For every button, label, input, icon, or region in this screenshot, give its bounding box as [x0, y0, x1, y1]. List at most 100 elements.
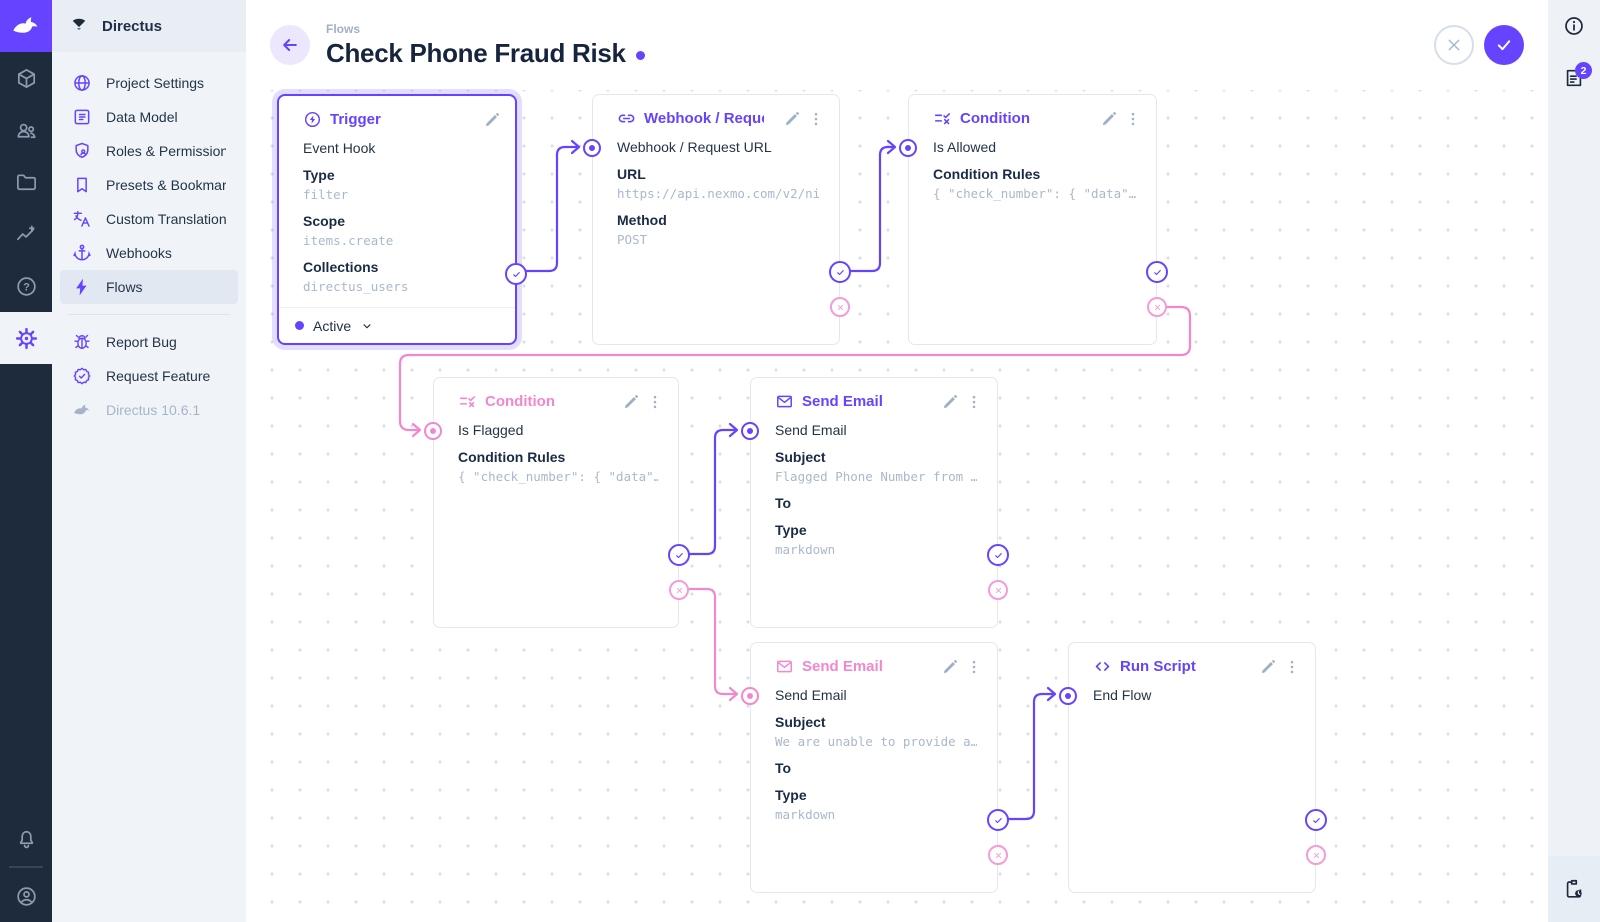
cancel-button[interactable]: [1434, 25, 1474, 65]
flow-canvas[interactable]: Trigger Event Hook Type filter Scope ite…: [246, 90, 1548, 922]
back-button[interactable]: [270, 25, 310, 65]
field-value: markdown: [775, 807, 836, 822]
bolt-icon: [76, 278, 87, 296]
field-value: We are unable to provide a…: [775, 734, 977, 749]
input-attachment[interactable]: [1059, 687, 1077, 705]
input-attachment[interactable]: [741, 422, 759, 440]
field-label: Collections: [303, 259, 379, 275]
unsaved-changes-dot: [635, 50, 645, 60]
module-help[interactable]: ?: [0, 260, 52, 312]
sidebar-item-label: Flows: [106, 279, 143, 295]
node-name: Webhook / Request URL: [617, 139, 772, 155]
sidebar-item-project-settings[interactable]: Project Settings: [60, 66, 238, 100]
node-webhook[interactable]: Webhook / Request URL Webhook / Request …: [583, 94, 851, 345]
folder-icon: [16, 173, 36, 190]
field-label: Condition Rules: [458, 449, 566, 465]
account-button[interactable]: [0, 870, 52, 922]
insights-icon: [16, 224, 35, 240]
edit-pencil-icon[interactable]: [1259, 658, 1277, 676]
edit-pencil-icon[interactable]: [941, 658, 959, 676]
field-value: https://api.nexmo.com/v2/ni: [617, 186, 819, 201]
edit-pencil-icon[interactable]: [622, 393, 640, 411]
node-trigger[interactable]: Trigger Event Hook Type filter Scope ite…: [277, 94, 527, 345]
title-block: Flows Check Phone Fraud Risk: [326, 22, 645, 69]
revisions-section[interactable]: [1548, 856, 1600, 922]
account-icon: [16, 886, 36, 906]
sidebar-item-roles-permissions[interactable]: Roles & Permissions: [60, 134, 238, 168]
notifications-button[interactable]: [0, 812, 52, 864]
edit-pencil-icon[interactable]: [483, 111, 501, 129]
kebab-menu-icon[interactable]: [1283, 658, 1301, 676]
kebab-menu-icon[interactable]: [807, 110, 825, 128]
edit-pencil-icon[interactable]: [941, 393, 959, 411]
kebab-menu-icon[interactable]: [965, 658, 983, 676]
module-settings[interactable]: [0, 312, 52, 364]
field-label: To: [775, 495, 792, 511]
rule-icon: [459, 396, 476, 408]
node-name: Is Allowed: [933, 139, 997, 155]
list-alt-icon: [74, 109, 90, 125]
field-label: Type: [775, 787, 807, 803]
sidebar-item-label: Webhooks: [106, 245, 172, 261]
field-label: Subject: [775, 714, 826, 730]
reject-attachment[interactable]: [1306, 845, 1326, 865]
module-files[interactable]: [0, 156, 52, 208]
directus-logo[interactable]: [0, 0, 52, 52]
reject-attachment[interactable]: [830, 297, 850, 317]
kebab-menu-icon[interactable]: [1124, 110, 1142, 128]
node-send-email-unable[interactable]: Send Email Send Email Subject We are una…: [741, 642, 1009, 893]
sidebar-item-webhooks[interactable]: Webhooks: [60, 236, 238, 270]
field-value: items.create: [303, 233, 394, 248]
breadcrumb[interactable]: Flows: [326, 21, 361, 36]
input-attachment[interactable]: [899, 139, 917, 157]
notes-button[interactable]: 2: [1548, 52, 1600, 104]
resolve-attachment[interactable]: [987, 809, 1009, 831]
sidebar-item-data-model[interactable]: Data Model: [60, 100, 238, 134]
module-users[interactable]: [0, 104, 52, 156]
node-condition-flagged[interactable]: Condition Is Flagged Condition Rules { "…: [424, 377, 690, 628]
resolve-attachment[interactable]: [668, 544, 690, 566]
bookmark-icon: [77, 177, 87, 193]
resolve-attachment[interactable]: [1146, 261, 1168, 283]
flow-editor: Flows Check Phone Fraud Risk: [246, 0, 1548, 922]
node-send-email-flagged[interactable]: Send Email Send Email Subject Flagged Ph…: [741, 377, 1009, 628]
globe-icon: [74, 75, 90, 91]
field-value: filter: [303, 187, 349, 202]
rabbit-icon: [74, 404, 90, 415]
sidebar-item-label: Data Model: [106, 109, 178, 125]
sidebar-item-custom-translations[interactable]: Custom Translations: [60, 202, 238, 236]
module-content[interactable]: [0, 52, 52, 104]
project-fan-icon: [72, 18, 86, 30]
input-attachment[interactable]: [741, 687, 759, 705]
anchor-icon: [73, 244, 91, 261]
sidebar-item-flows[interactable]: Flows: [60, 270, 238, 304]
resolve-attachment[interactable]: [987, 544, 1009, 566]
node-condition-allowed[interactable]: Condition Is Allowed Condition Rules { "…: [899, 94, 1168, 345]
kebab-menu-icon[interactable]: [646, 393, 664, 411]
kebab-menu-icon[interactable]: [965, 393, 983, 411]
project-header[interactable]: Directus: [52, 0, 246, 52]
sidebar-item-request-feature[interactable]: Request Feature: [60, 359, 238, 393]
reject-attachment[interactable]: [988, 580, 1008, 600]
resolve-attachment[interactable]: [505, 263, 527, 285]
page-header: Flows Check Phone Fraud Risk: [246, 0, 1548, 90]
module-insights[interactable]: [0, 208, 52, 260]
sidebar-item-report-bug[interactable]: Report Bug: [60, 325, 238, 359]
field-value: { "check_number": { "data"…: [458, 469, 658, 484]
resolve-attachment[interactable]: [829, 261, 851, 283]
node-title: Condition: [960, 110, 1030, 127]
edit-pencil-icon[interactable]: [1100, 110, 1118, 128]
save-button[interactable]: [1484, 25, 1524, 65]
info-button[interactable]: [1548, 0, 1600, 52]
reject-attachment[interactable]: [988, 845, 1008, 865]
resolve-attachment[interactable]: [1305, 809, 1327, 831]
reject-attachment[interactable]: [1147, 297, 1167, 317]
node-run-script[interactable]: Run Script End Flow: [1059, 642, 1327, 893]
input-attachment[interactable]: [424, 422, 442, 440]
sidebar-item-presets-bookmarks[interactable]: Presets & Bookmar...: [60, 168, 238, 202]
flow-status-toggle[interactable]: Active: [279, 307, 515, 343]
reject-attachment[interactable]: [669, 580, 689, 600]
input-attachment[interactable]: [583, 139, 601, 157]
node-title: Condition: [485, 393, 555, 410]
edit-pencil-icon[interactable]: [783, 110, 801, 128]
